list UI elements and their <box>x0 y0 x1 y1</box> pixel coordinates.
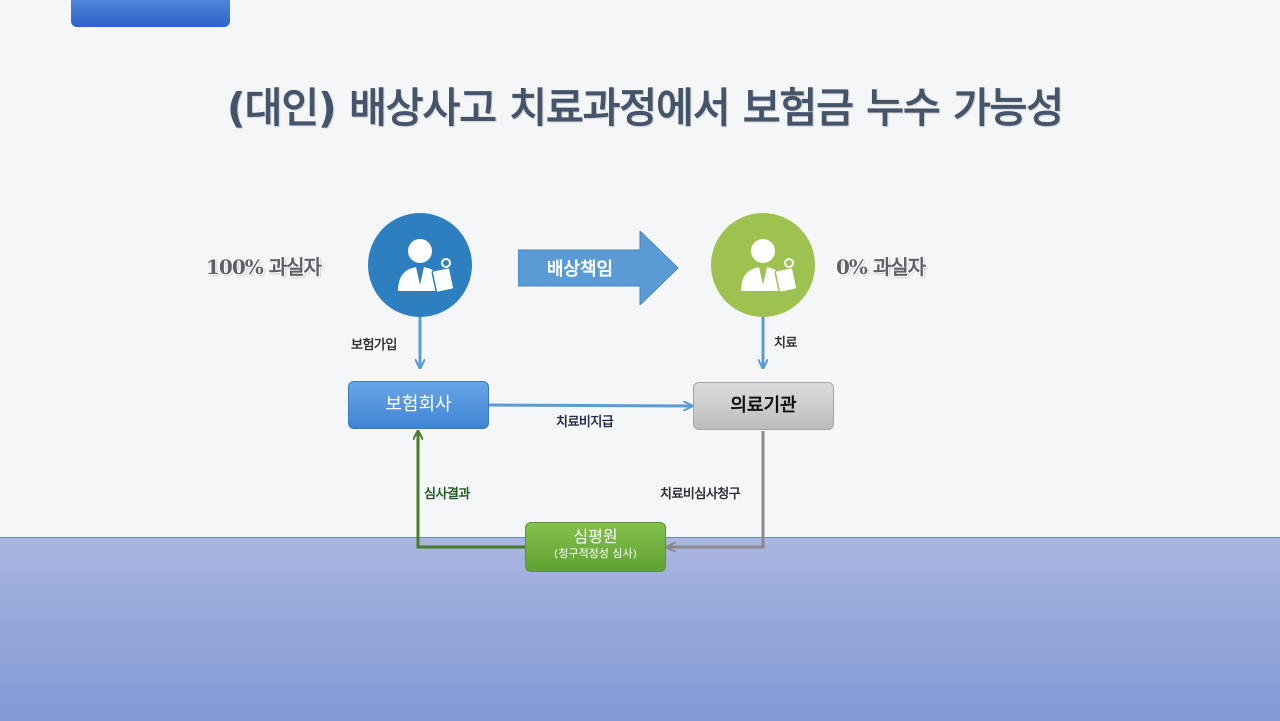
person-victim-icon <box>711 213 815 317</box>
node-review: 심평원 (청구적정성 심사) <box>525 522 666 572</box>
node-hospital: 의료기관 <box>693 382 834 430</box>
top-tab-decoration <box>71 0 230 27</box>
victim-label: 0% 과실자 <box>836 255 926 279</box>
edge-label-claim: 치료비심사청구 <box>660 487 741 502</box>
edge-label-join: 보험가입 <box>351 338 397 353</box>
edge-label-treatment: 치료 <box>774 336 797 351</box>
page-title: (대인) 배상사고 치료과정에서 보험금 누수 가능성 <box>226 84 1064 132</box>
liability-arrow <box>518 231 679 305</box>
arrow-payment <box>488 405 691 406</box>
arrow-claim <box>668 431 765 547</box>
edge-label-payment: 치료비지급 <box>556 415 614 430</box>
review-name: 심평원 <box>573 527 618 546</box>
review-subtitle: (청구적정성 심사) <box>554 547 637 560</box>
arrow-result <box>418 432 526 549</box>
liability-arrow-label: 배상책임 <box>546 259 614 280</box>
node-insurer: 보험회사 <box>348 381 489 429</box>
edge-label-result: 심사결과 <box>424 487 470 502</box>
at-fault-label: 100% 과실자 <box>206 255 322 279</box>
person-at-fault-icon <box>368 213 472 317</box>
